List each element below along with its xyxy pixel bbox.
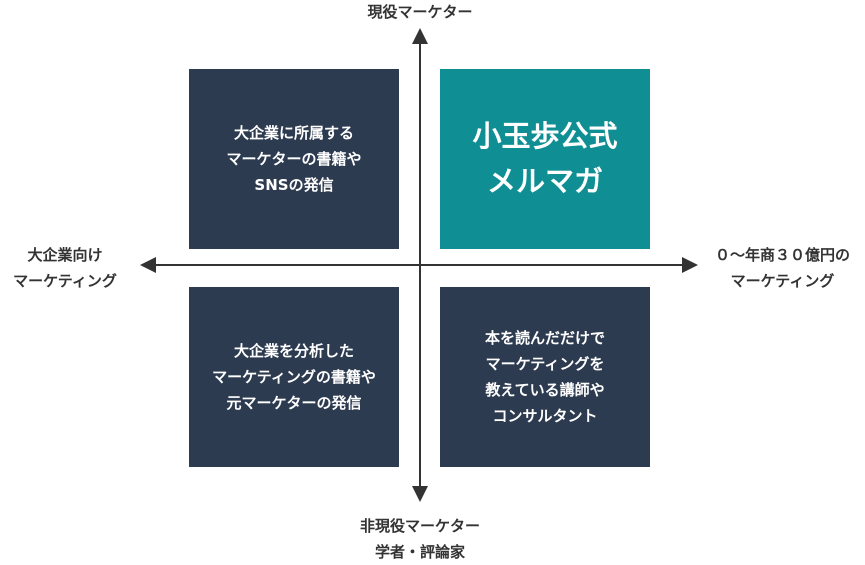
axis-label-right-line: ０〜年商３０億円の: [714, 246, 850, 264]
arrow-left-icon: [140, 257, 156, 273]
axis-label-top: 現役マーケター: [330, 0, 510, 25]
axis-label-left: 大企業向け マーケティング: [0, 242, 130, 294]
axis-label-bottom: 非現役マーケター 学者・評論家: [330, 513, 510, 565]
quadrant-text-line: マーケティングを: [485, 355, 605, 373]
quadrant-text-line: マーケターの書籍や: [226, 150, 362, 168]
axis-label-bottom-line: 学者・評論家: [374, 543, 465, 561]
quadrant-text-line: メルマガ: [486, 164, 603, 198]
arrow-down-icon: [412, 486, 428, 502]
quadrant-top-right: 小玉歩公式 メルマガ: [440, 69, 650, 249]
axis-label-left-line: マーケティング: [13, 272, 117, 290]
arrow-up-icon: [412, 28, 428, 44]
axis-label-left-line: 大企業向け: [27, 246, 103, 264]
arrow-right-icon: [682, 257, 698, 273]
axis-label-right: ０〜年商３０億円の マーケティング: [700, 242, 865, 294]
quadrant-text-line: 教えている講師や: [485, 381, 605, 399]
quadrant-text-line: SNSの発信: [254, 176, 334, 194]
quadrant-text-line: 大企業に所属する: [233, 124, 354, 142]
axis-label-bottom-line: 非現役マーケター: [359, 517, 480, 535]
quadrant-text-line: 大企業を分析した: [233, 342, 354, 360]
quadrant-bottom-right: 本を読んだだけで マーケティングを 教えている講師や コンサルタント: [440, 287, 650, 467]
quadrant-bottom-left: 大企業を分析した マーケティングの書籍や 元マーケターの発信: [189, 287, 399, 467]
quadrant-text-line: 本を読んだだけで: [484, 329, 605, 347]
quadrant-text-line: マーケティングの書籍や: [212, 368, 376, 386]
axis-label-right-line: マーケティング: [730, 272, 835, 290]
quadrant-text-line: 小玉歩公式: [472, 119, 618, 153]
quadrant-text-line: 元マーケターの発信: [226, 394, 362, 412]
axis-label-top-line: 現役マーケター: [367, 3, 473, 21]
quadrant-text-line: コンサルタント: [492, 407, 598, 425]
quadrant-top-left: 大企業に所属する マーケターの書籍や SNSの発信: [189, 69, 399, 249]
